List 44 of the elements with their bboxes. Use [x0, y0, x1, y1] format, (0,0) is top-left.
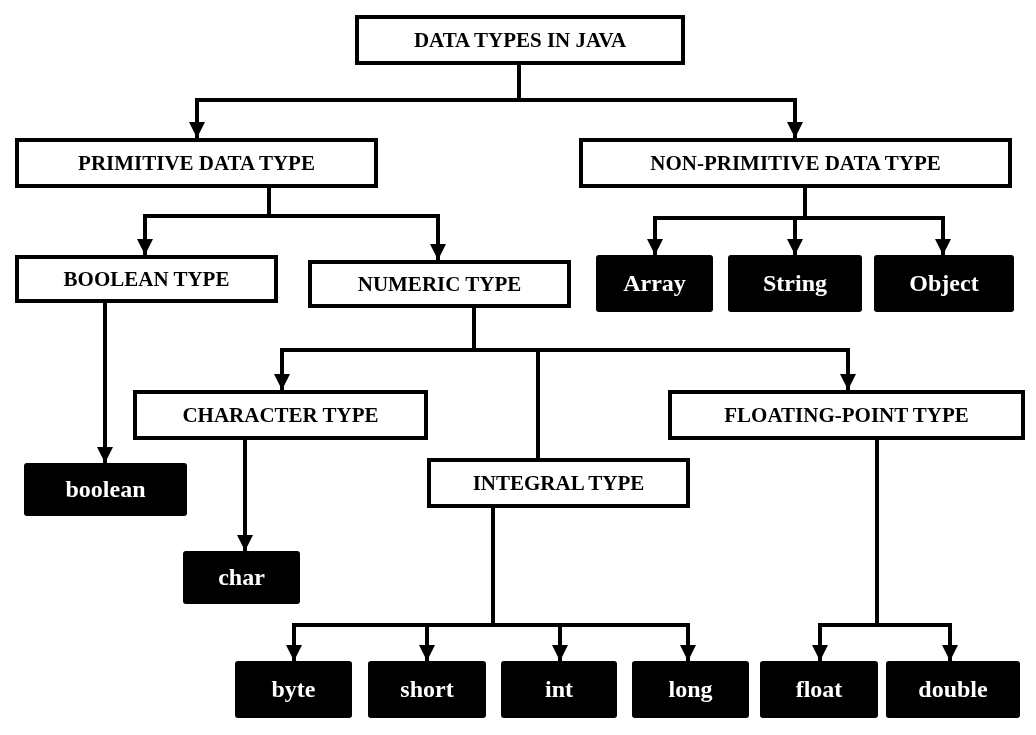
node-label: byte [271, 676, 316, 703]
node-label: DATA TYPES IN JAVA [413, 27, 627, 53]
type-box [728, 255, 862, 312]
node-label: double [918, 676, 988, 703]
node-label: int [545, 676, 573, 703]
type-box [368, 661, 486, 718]
node-label: CHARACTER TYPE [182, 402, 379, 428]
type-box [24, 463, 187, 516]
category-box [308, 260, 571, 308]
category-box [427, 458, 690, 508]
category-box [579, 138, 1012, 188]
node-label: NON-PRIMITIVE DATA TYPE [650, 150, 941, 176]
node-label: Object [909, 270, 979, 297]
node-label: float [795, 676, 843, 703]
type-box [183, 551, 300, 604]
category-box [15, 138, 378, 188]
node-label: NUMERIC TYPE [357, 271, 522, 297]
connector-arrow [472, 308, 856, 390]
connector-arrow [97, 303, 113, 463]
connector-arrow [267, 188, 446, 260]
type-box [596, 255, 713, 312]
category-box [133, 390, 428, 440]
connector-arrow [803, 188, 951, 255]
type-box [235, 661, 352, 718]
node-label: short [400, 676, 454, 703]
category-box [15, 255, 278, 303]
node-label: long [668, 676, 713, 703]
node-label: boolean [65, 476, 146, 503]
connector-arrow [237, 440, 253, 551]
node-label: String [763, 270, 827, 297]
category-box [668, 390, 1025, 440]
node-label: FLOATING-POINT TYPE [724, 402, 969, 428]
type-box [632, 661, 749, 718]
type-box [886, 661, 1020, 718]
type-box [760, 661, 878, 718]
node-label: Array [623, 270, 686, 297]
type-box [874, 255, 1014, 312]
node-label: INTEGRAL TYPE [472, 470, 645, 496]
node-label: PRIMITIVE DATA TYPE [78, 150, 315, 176]
node-label: BOOLEAN TYPE [63, 266, 230, 292]
category-box [355, 15, 685, 65]
type-box [501, 661, 617, 718]
node-label: char [218, 564, 265, 591]
connector-arrow [491, 508, 696, 661]
